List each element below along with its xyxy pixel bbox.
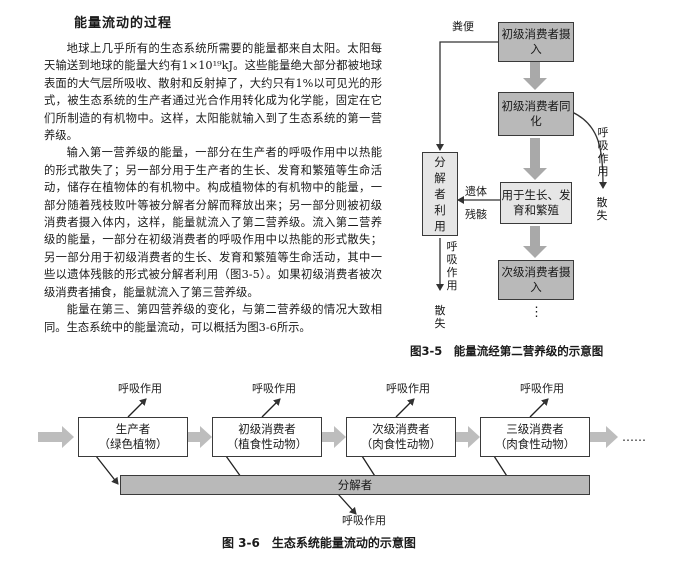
primary-consumer-name: 初级消费者 — [238, 422, 296, 436]
label-remains-1: 遗体 — [465, 185, 487, 198]
section-heading: 能量流动的过程 — [74, 16, 173, 31]
figure-3-5-caption: 图3-5 能量流经第二营养级的示意图 — [410, 344, 604, 358]
respiration-label-2: 呼吸作用 — [252, 382, 296, 395]
tertiary-consumer-example: （肉食性动物） — [494, 437, 576, 451]
box-growth-development: 用于生长、发育和繁殖 — [500, 182, 572, 224]
box-secondary-intake: 次级消费者摄入 — [498, 260, 574, 300]
secondary-consumer-example: （肉食性动物） — [360, 437, 442, 451]
label-feces: 粪便 — [452, 20, 474, 33]
label-lost-left: 散失 — [434, 304, 446, 330]
box-primary-intake: 初级消费者摄入 — [498, 22, 574, 62]
paragraph-1: 地球上几乎所有的生态系统所需要的能量都来自太阳。太阳每天输送到地球的能量大约有1… — [44, 42, 382, 143]
ellipsis-horizontal: …… — [622, 430, 646, 444]
label-lost-right: 散失 — [596, 196, 608, 222]
box-tertiary-consumer: 三级消费者 （肉食性动物） — [480, 417, 590, 457]
respiration-label-3: 呼吸作用 — [386, 382, 430, 395]
figure-3-6-caption: 图 3-6 生态系统能量流动的示意图 — [222, 536, 416, 550]
respiration-label-1: 呼吸作用 — [118, 382, 162, 395]
tertiary-consumer-name: 三级消费者 — [506, 422, 564, 436]
paragraph-2: 输入第一营养级的能量，一部分在生产者的呼吸作用中以热能的形式散失了；另一部分用于… — [44, 146, 382, 299]
box-primary-consumer: 初级消费者 （植食性动物） — [212, 417, 322, 457]
ellipsis-vertical: ⋮ — [530, 305, 543, 320]
box-secondary-consumer: 次级消费者 （肉食性动物） — [346, 417, 456, 457]
box-decomposer-use: 分解者利用 — [422, 152, 458, 236]
label-respiration-left: 呼吸作用 — [446, 240, 458, 292]
respiration-label-4: 呼吸作用 — [520, 382, 564, 395]
producer-name: 生产者 — [115, 422, 151, 436]
decomposer-bar: 分解者 — [120, 475, 590, 495]
box-producer: 生产者 （绿色植物） — [78, 417, 188, 457]
section-body: 地球上几乎所有的生态系统所需要的能量都来自太阳。太阳每天输送到地球的能量大约有1… — [44, 40, 382, 336]
label-respiration-right: 呼吸作用 — [597, 126, 609, 178]
paragraph-3: 能量在第三、第四营养级的变化，与第二营养级的情况大致相同。生态系统中的能量流动，… — [44, 303, 382, 334]
primary-consumer-example: （植食性动物） — [226, 437, 308, 451]
secondary-consumer-name: 次级消费者 — [372, 422, 430, 436]
box-primary-assimilation: 初级消费者同化 — [498, 92, 574, 136]
producer-example: （绿色植物） — [98, 437, 168, 451]
label-remains-2: 残骸 — [465, 208, 487, 221]
respiration-label-bottom: 呼吸作用 — [342, 514, 386, 527]
